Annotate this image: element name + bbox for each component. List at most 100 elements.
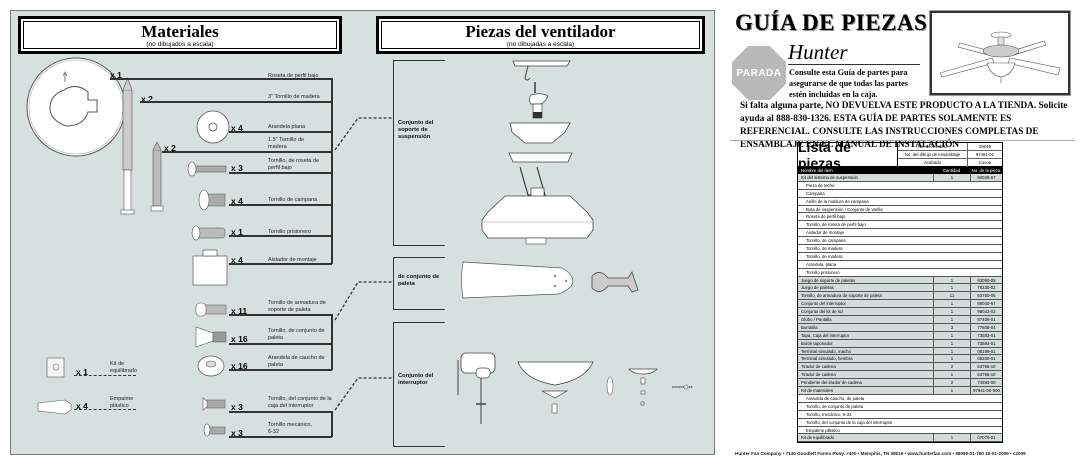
item-quantity: 1 xyxy=(933,347,970,355)
item-part-number: 63750-05 xyxy=(970,292,1002,300)
item-name: Globo / Pantalla xyxy=(801,317,832,323)
item-part-number: 87408-01 xyxy=(970,316,1002,323)
sub-item-name: Campana xyxy=(806,190,825,196)
material-label: Tornillo, de conjunto de paleta xyxy=(268,328,325,341)
stop-label: PARADA xyxy=(736,67,782,79)
warning-text: Si falta alguna parte, NO DEVUELVA ESTE … xyxy=(740,101,1068,150)
leader-line xyxy=(229,172,332,174)
material-qty: x 1 xyxy=(110,70,122,80)
glass-bowl-icon xyxy=(517,361,594,414)
table-row: Arandela, plana xyxy=(798,261,1002,269)
material-label: Tornillo de campana xyxy=(268,197,318,203)
table-row: Tornillo, de campana xyxy=(798,237,1002,246)
item-name: Juego de paletas xyxy=(801,285,834,291)
material-label: Tornillo mecánico, 6-32 xyxy=(268,422,313,435)
group-bracket xyxy=(393,60,445,246)
downrod-ball-icon xyxy=(529,82,549,119)
canopy-icon xyxy=(26,57,126,157)
guide-title: GUÍA DE PIEZAS xyxy=(735,10,928,35)
blade-bracket-screw-icon xyxy=(195,302,227,317)
sub-item-name: Anillo de la moldura de campana xyxy=(806,198,869,204)
pull-chain-icon xyxy=(672,384,693,390)
materials-bracket-line xyxy=(331,411,333,437)
item-quantity: 1 xyxy=(933,371,970,379)
material-qty: x 2 xyxy=(141,94,153,104)
sub-item-name: Tornillo, de madera xyxy=(806,246,843,252)
table-row: Roseta de perfil bajo xyxy=(798,213,1002,222)
item-part-number: 76230-02 xyxy=(970,284,1002,292)
hunter-logo: Hunter xyxy=(788,40,848,64)
set-screw-icon xyxy=(191,225,226,241)
table-row: Tornillo, del conjunto de la caja del in… xyxy=(798,419,1002,427)
item-quantity: 1 xyxy=(933,339,970,347)
group-label-switch: Conjunto del interruptor xyxy=(398,373,434,386)
material-qty: x 1 xyxy=(76,367,88,377)
sub-item-name: Tornillo, de roseta de perfil bajo xyxy=(806,222,866,228)
leader-line xyxy=(229,235,332,237)
leader-line xyxy=(162,151,332,153)
mounting-isolator-icon xyxy=(192,249,228,286)
sub-item-name: Aislador de montaje xyxy=(806,230,844,236)
item-quantity: 11 xyxy=(933,292,970,300)
table-row: Tornillo, de roseta de perfil bajo xyxy=(798,221,1002,230)
item-quantity: 1 xyxy=(933,308,970,316)
table-row: Tornillo, de madera xyxy=(798,245,1002,253)
material-qty: x 2 xyxy=(164,143,176,153)
material-qty: x 1 xyxy=(231,227,243,237)
material-qty: x 16 xyxy=(231,361,248,371)
table-row: Anillo de la moldura de campana xyxy=(798,198,1002,206)
stop-sign-icon: PARADA xyxy=(732,46,786,100)
material-qty: x 16 xyxy=(231,334,248,344)
material-qty: x 3 xyxy=(231,428,243,438)
material-qty: x 11 xyxy=(231,306,248,316)
wood-screw-3in-icon xyxy=(120,77,135,215)
group-bracket xyxy=(393,257,445,310)
item-name: Tornillo, de armadura de soporte de pale… xyxy=(801,293,882,299)
sub-item-name: Tornillo, mecánico, 6-32 xyxy=(806,411,852,417)
table-row: Tornillo, mecánico, 6-32 xyxy=(798,411,1002,419)
flat-washer-icon xyxy=(196,110,230,144)
sub-item-name: Arandela, plana xyxy=(806,261,837,267)
item-quantity: 1 xyxy=(933,284,970,292)
table-row: Tornillo, de conjunto de paleta xyxy=(798,403,1002,411)
leader-line xyxy=(140,101,332,103)
item-part-number: 94045-67 xyxy=(970,174,1002,181)
item-quantity: 1 xyxy=(933,316,970,323)
model-info-key: Acabado xyxy=(898,159,968,167)
column-header: Cantidad xyxy=(942,168,961,173)
wood-screw-1-5in-icon xyxy=(150,141,164,212)
table-row: Tornillo, de madera xyxy=(798,253,1002,261)
material-label: Roseta de perfil bajo xyxy=(268,73,319,79)
material-label: Kit de equilibrado xyxy=(110,361,137,374)
material-label: Arandela plana xyxy=(268,124,306,130)
materials-illustrations xyxy=(26,57,693,437)
fan-product-image xyxy=(929,10,1071,96)
leader-line xyxy=(229,436,332,438)
material-qty: x 3 xyxy=(231,402,243,412)
connector-lines xyxy=(334,117,393,411)
leader-line xyxy=(229,369,332,371)
item-quantity: 3 xyxy=(933,323,970,331)
item-part-number: 93095-05 xyxy=(970,276,1002,284)
parts-list-title: Lista de piezas xyxy=(798,139,898,171)
material-label: 3" Tornillo de madera xyxy=(268,94,320,100)
leader-line xyxy=(229,263,332,265)
item-part-number: 63756-10 xyxy=(970,363,1002,371)
material-label: Tornillo, de roseta de perfil bajo xyxy=(268,158,320,171)
item-quantity: 1 xyxy=(933,300,970,308)
leader-line xyxy=(110,78,332,80)
item-quantity: 2 xyxy=(933,379,970,387)
item-quantity: 1 xyxy=(933,276,970,284)
table-row: Pieza de techo xyxy=(798,182,1002,190)
column-header: No. de la pieza xyxy=(971,168,1001,173)
